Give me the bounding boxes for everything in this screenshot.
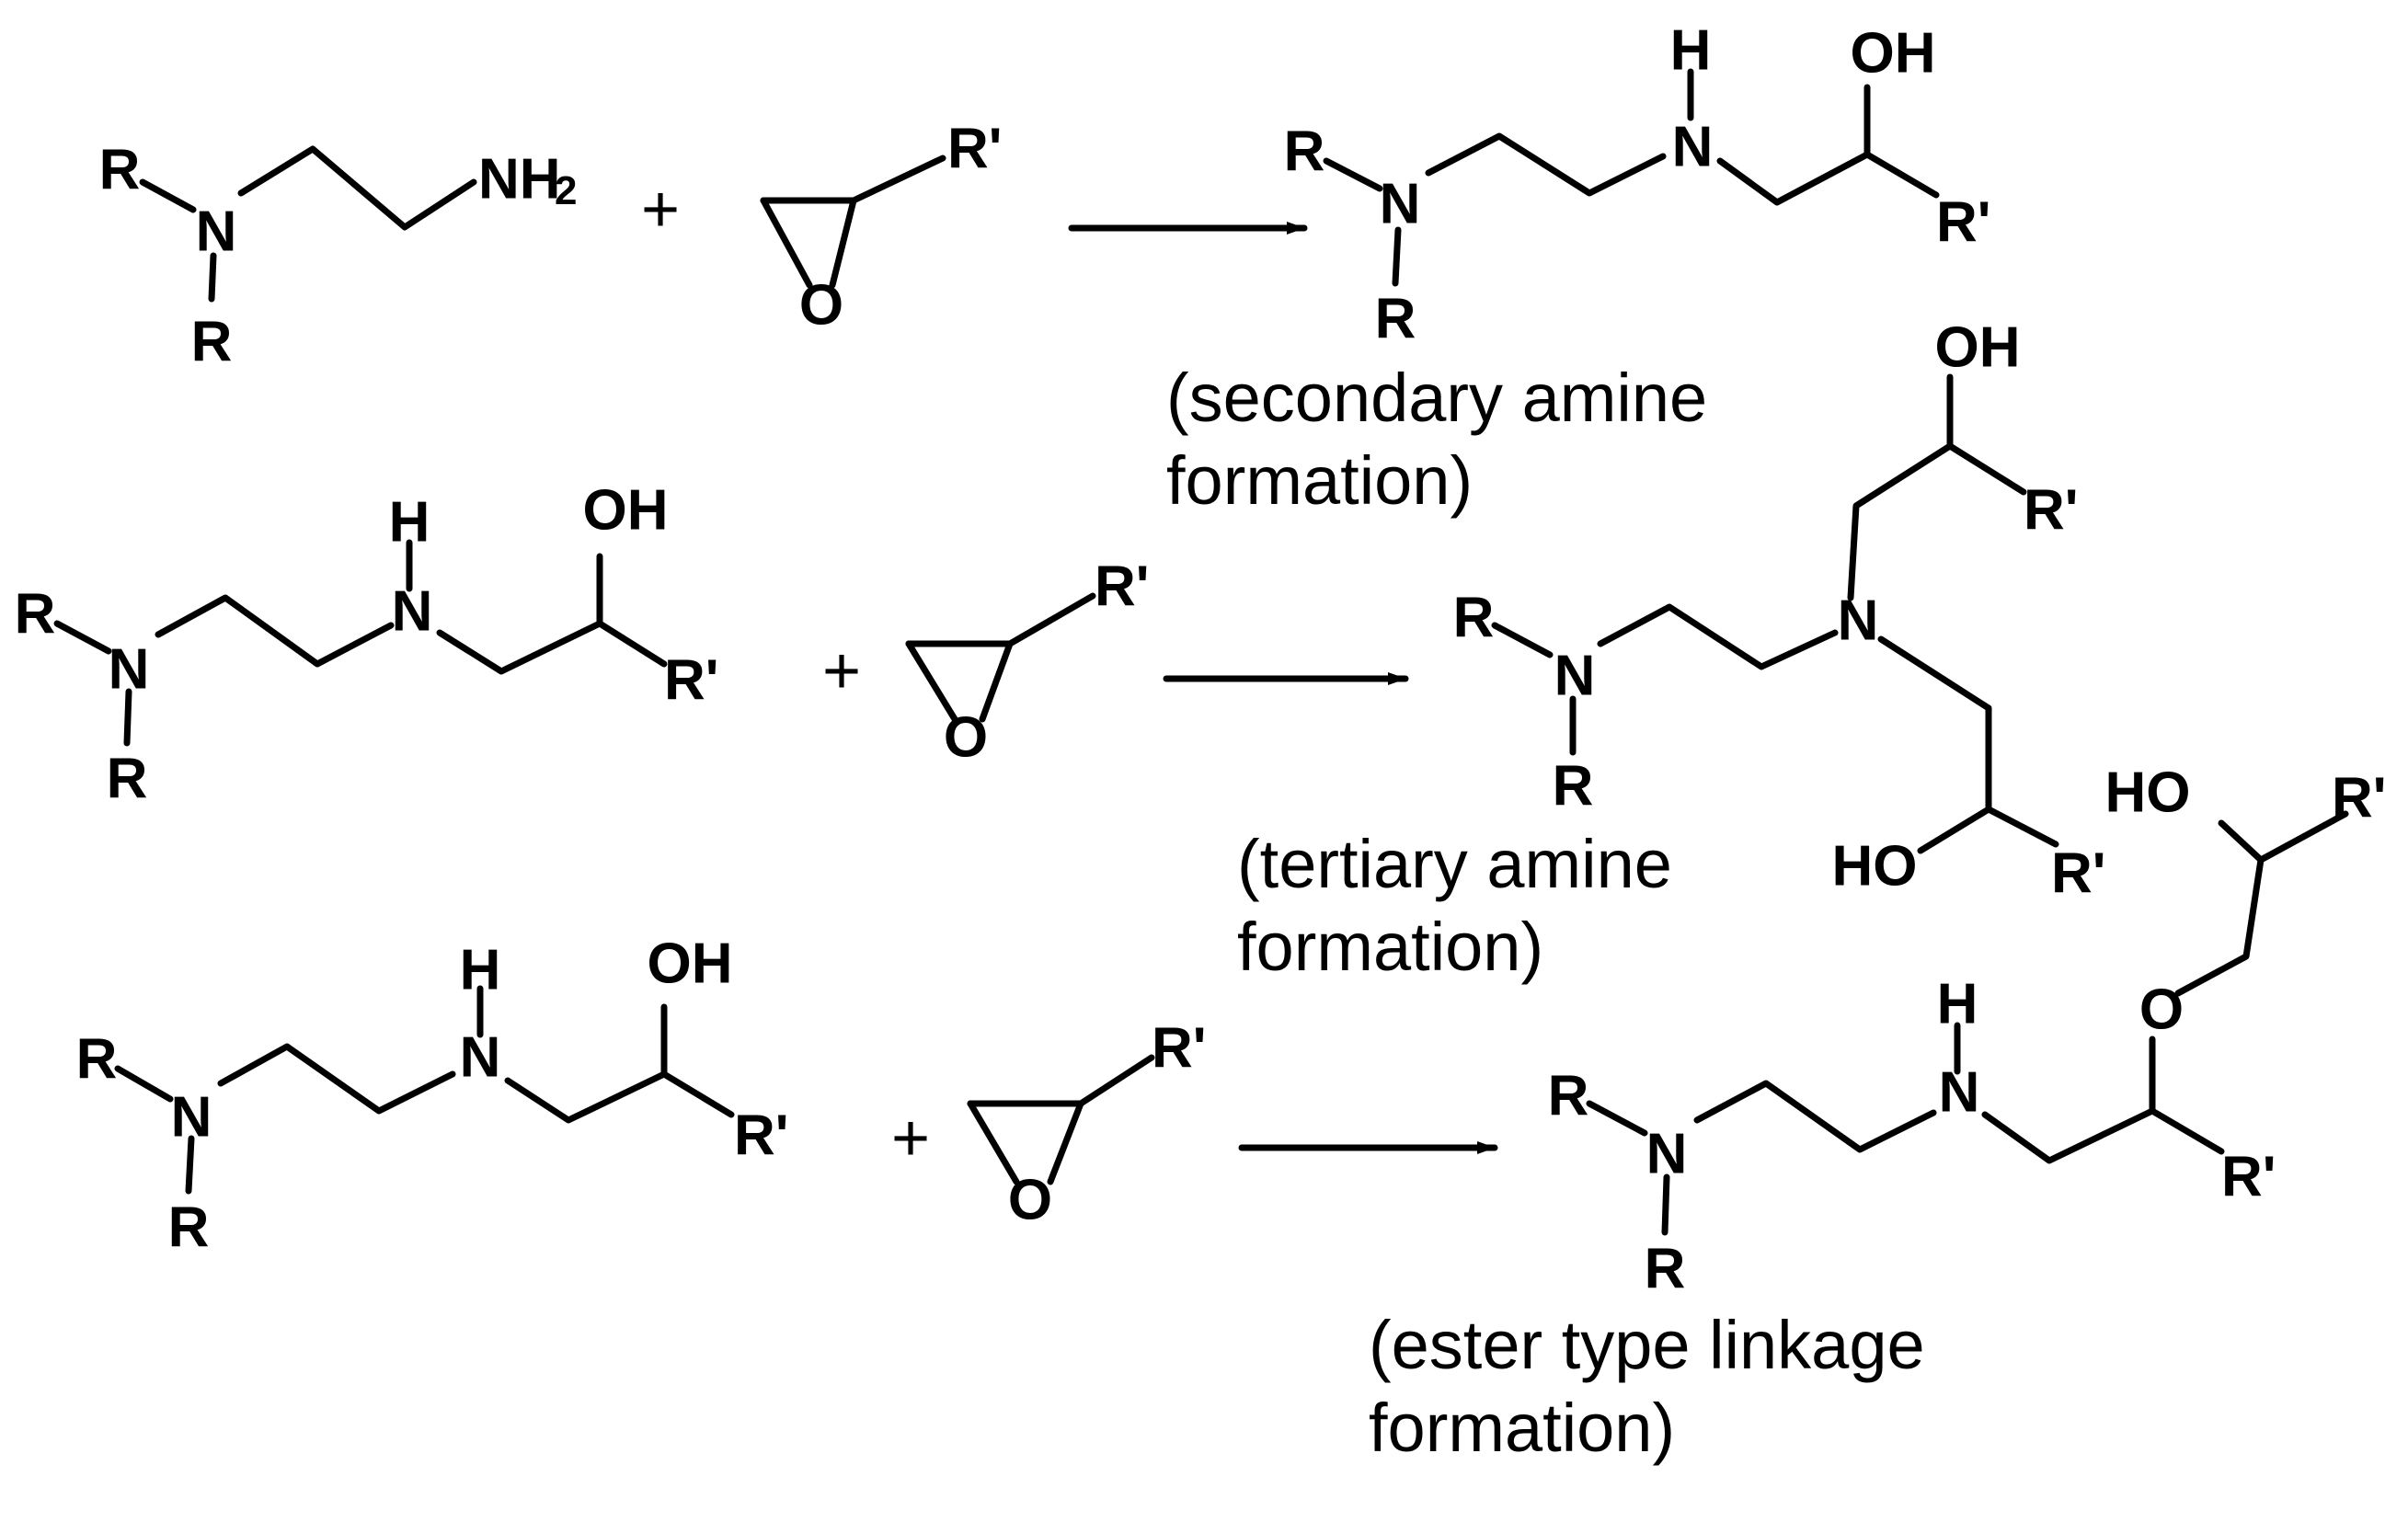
r-prime-label: R' bbox=[1936, 191, 1991, 255]
r-prime-label: R' bbox=[734, 1104, 789, 1168]
n-label: N bbox=[1838, 589, 1879, 653]
reaction-row-1: R N R NH 2 + O R' R N R H N OH bbox=[99, 19, 1991, 520]
r-prime-label: R' bbox=[2332, 767, 2387, 830]
r-label: R bbox=[168, 1196, 210, 1260]
o-label: O bbox=[944, 706, 988, 770]
r-prime-label: R' bbox=[664, 649, 719, 713]
caption-ester-line-2: formation) bbox=[1369, 1390, 1675, 1466]
subscript-2: 2 bbox=[555, 168, 577, 213]
n-label: N bbox=[1554, 645, 1596, 708]
r-label: R bbox=[1284, 120, 1325, 184]
r-prime-label: R' bbox=[1152, 1017, 1207, 1081]
h-label: H bbox=[460, 939, 501, 1002]
ho-label: HO bbox=[2105, 761, 2191, 825]
r-label: R bbox=[1375, 288, 1416, 351]
oh-label: OH bbox=[648, 933, 733, 996]
reactant-diamine-1: R N R NH 2 bbox=[99, 139, 578, 374]
r-label: R bbox=[1453, 587, 1495, 650]
n-label: N bbox=[1380, 173, 1421, 236]
reaction-row-2: R N R H N OH R' + O R' R N R N bbox=[15, 316, 2106, 986]
n-label: N bbox=[1939, 1061, 1980, 1125]
r-label: R bbox=[107, 748, 148, 811]
n-label: N bbox=[1646, 1123, 1688, 1186]
n-label: N bbox=[196, 200, 237, 264]
epoxide-2: O R' bbox=[905, 555, 1150, 770]
oh-label: OH bbox=[1851, 22, 1936, 86]
r-label: R bbox=[15, 583, 56, 647]
oh-label: OH bbox=[583, 479, 669, 543]
ho-label: HO bbox=[1832, 835, 1918, 898]
plus-sign: + bbox=[641, 173, 680, 246]
r-label: R bbox=[1645, 1238, 1686, 1301]
epoxide-1: O R' bbox=[760, 118, 1003, 338]
reactant-amino-alcohol-2: R N R H N OH R' bbox=[15, 479, 719, 811]
n-label: N bbox=[109, 638, 150, 702]
plus-sign: + bbox=[891, 1102, 930, 1175]
product-ester-type-linkage: R N R H N O R' HO R' bbox=[1548, 761, 2387, 1301]
caption-tertiary-line-1: (tertiary amine bbox=[1237, 826, 1672, 902]
r-label: R bbox=[76, 1028, 118, 1092]
o-label: O bbox=[2139, 978, 2184, 1042]
caption-ester-line-1: (ester type linkage bbox=[1369, 1307, 1925, 1383]
r-label: R bbox=[191, 311, 233, 374]
oh-label: OH bbox=[1935, 316, 2021, 380]
n-label: N bbox=[460, 1026, 501, 1090]
h-label: H bbox=[389, 491, 430, 555]
reactant-amino-alcohol-3: R N R H N OH R' bbox=[76, 933, 789, 1260]
o-label: O bbox=[799, 274, 843, 338]
r-label: R bbox=[1548, 1065, 1589, 1128]
plus-sign: + bbox=[822, 635, 861, 708]
r-prime-label: R' bbox=[2221, 1146, 2276, 1209]
caption-tertiary-line-2: formation) bbox=[1237, 909, 1543, 985]
r-prime-label: R' bbox=[1095, 555, 1150, 619]
h-label: H bbox=[1670, 19, 1712, 83]
epoxide-3: O R' bbox=[967, 1017, 1207, 1232]
reaction-row-3: R N R H N OH R' + O R' R N R bbox=[76, 761, 2387, 1467]
n-label: N bbox=[392, 580, 433, 644]
r-label: R bbox=[99, 139, 141, 202]
r-prime-label: R' bbox=[947, 118, 1003, 181]
caption-secondary-line-2: formation) bbox=[1166, 442, 1473, 519]
product-secondary-amine: R N R H N OH R' bbox=[1284, 19, 1991, 351]
caption-secondary-line-1: (secondary amine bbox=[1166, 360, 1707, 436]
n-label: N bbox=[1672, 116, 1714, 179]
nh-label: NH bbox=[478, 148, 561, 212]
h-label: H bbox=[1937, 973, 1978, 1036]
product-tertiary-amine: R N R N OH R' HO R' bbox=[1453, 316, 2106, 906]
r-prime-label: R' bbox=[2051, 842, 2106, 906]
r-label: R bbox=[1553, 755, 1594, 818]
n-label: N bbox=[171, 1086, 212, 1150]
r-prime-label: R' bbox=[2024, 479, 2079, 543]
o-label: O bbox=[1008, 1169, 1052, 1232]
